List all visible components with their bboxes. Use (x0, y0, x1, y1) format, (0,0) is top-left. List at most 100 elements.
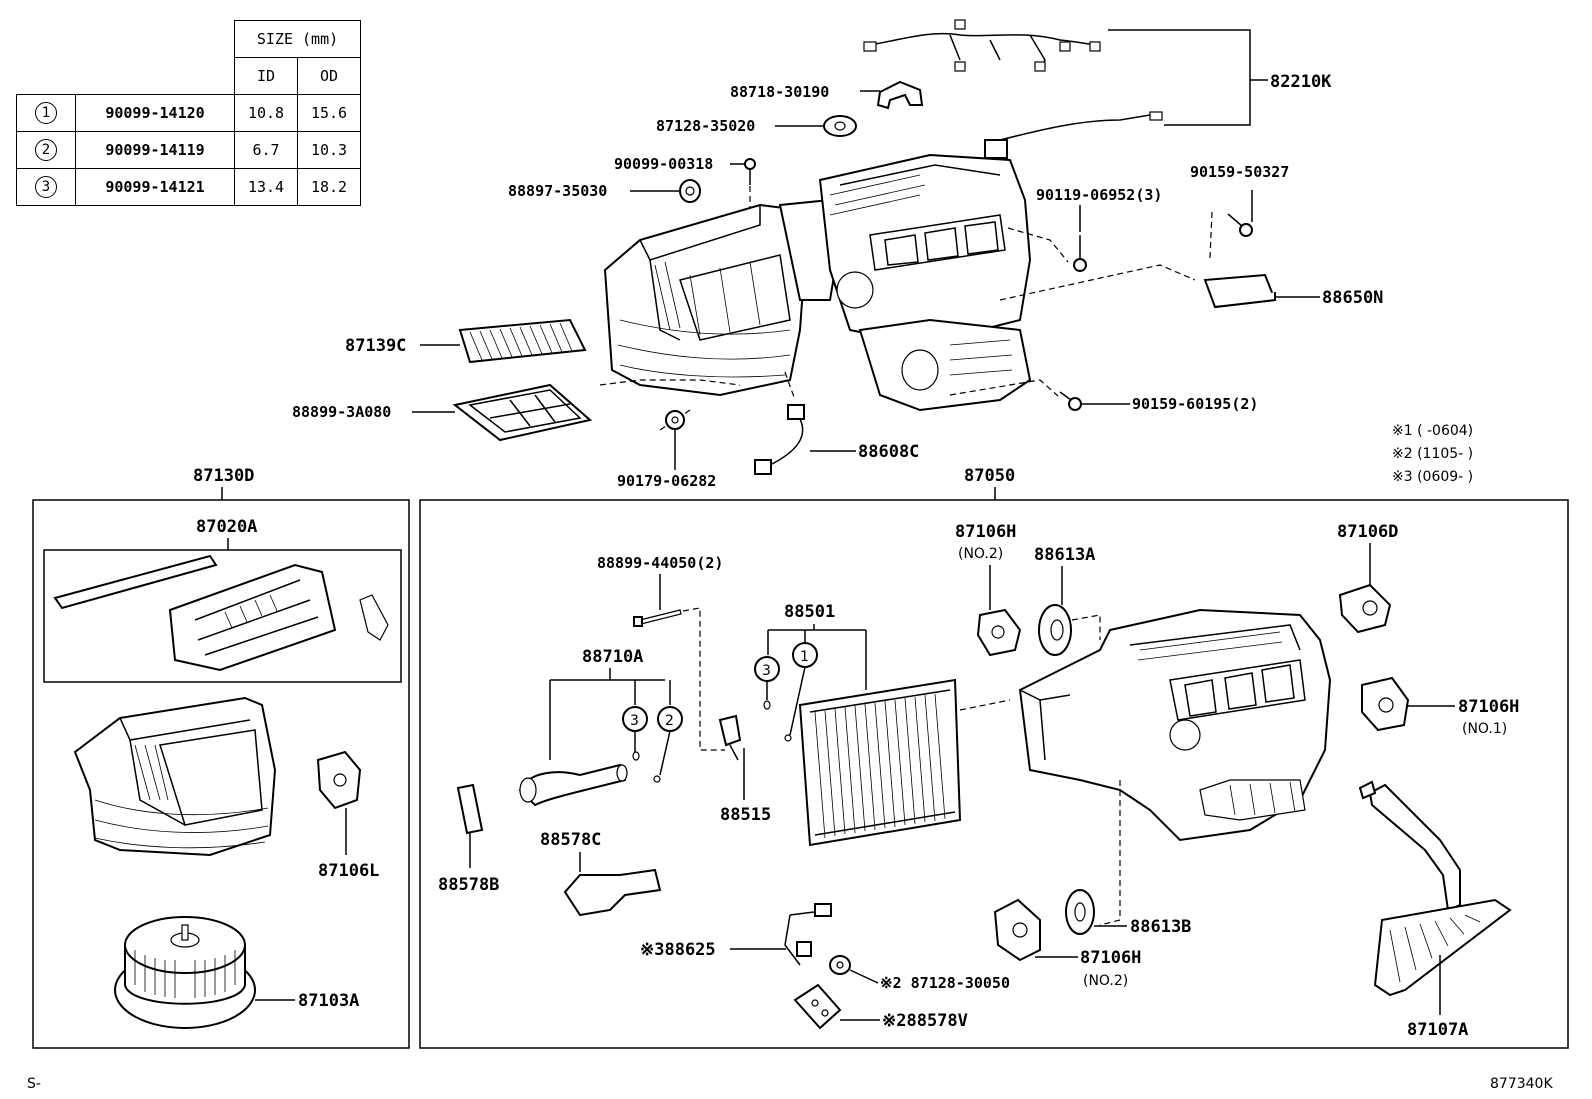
label-88501: 88501 (784, 602, 835, 622)
label-87139c: 87139C (345, 336, 406, 356)
hvac-housing-lower (1018, 608, 1332, 842)
size-table-header-row: SIZE (mm) (17, 20, 361, 58)
label-87106h-right: 87106H (1458, 697, 1519, 717)
label-88578c: 88578C (540, 830, 601, 850)
screw-90159-50327 (1227, 213, 1253, 237)
seal-88578b (456, 783, 484, 835)
label-90099-00318: 90099-00318 (614, 155, 713, 173)
oring-marker-3-evap-text: 3 (762, 663, 771, 679)
grommet-87128-30050 (829, 955, 851, 975)
clip-88718 (876, 80, 924, 110)
table-row: 3 90099-14121 13.4 18.2 (16, 168, 361, 206)
oring-marker-2-text: 2 (665, 713, 674, 729)
actuator-87106d (1338, 583, 1392, 634)
blower-case-87130d (73, 696, 277, 857)
label-88650n: 88650N (1322, 288, 1383, 308)
pad-88578v (793, 983, 842, 1030)
oring-marker-3-text: 3 (630, 713, 639, 729)
note-2: ※2 (1105- ) (1392, 446, 1473, 462)
note-1: ※1 ( -0604) (1392, 423, 1473, 439)
duct-88578c (563, 868, 662, 917)
wire-harness-82210k (863, 19, 1163, 159)
evaporator-88501 (798, 678, 962, 847)
harness-88608c (754, 404, 805, 475)
label-88625: ※388625 (640, 940, 716, 960)
id-header: ID (234, 57, 298, 95)
actuator-87106h-no2-bottom (993, 898, 1041, 962)
inner-diameter: 13.4 (234, 168, 298, 206)
filter-87139c (458, 318, 587, 364)
grommet-87128-35020 (823, 115, 857, 137)
row-index: 1 (35, 102, 57, 124)
clip-90179 (665, 410, 685, 430)
label-88718-30190: 88718-30190 (730, 83, 829, 101)
sensor-88515 (718, 714, 742, 761)
label-90119-06952: 90119-06952(3) (1036, 186, 1162, 204)
row-index: 3 (35, 176, 57, 198)
heater-core-87107a (1358, 780, 1512, 997)
screw-90119 (1073, 235, 1087, 272)
label-88613a: 88613A (1034, 545, 1095, 565)
label-90179-06282: 90179-06282 (617, 472, 716, 490)
outer-diameter: 10.3 (297, 131, 361, 169)
module-88650n (1203, 273, 1277, 309)
footer-right: 877340K (1490, 1076, 1553, 1092)
gear-88613a (1038, 604, 1072, 656)
note-3: ※3 (0609- ) (1392, 469, 1473, 485)
part-number: 90099-14121 (75, 168, 235, 206)
footer-left: S- (27, 1076, 41, 1092)
label-no2-top: (NO.2) (958, 546, 1003, 562)
label-88608c: 88608C (858, 442, 919, 462)
hvac-housing-upper (603, 153, 1032, 412)
outer-diameter: 15.6 (297, 94, 361, 132)
oring-marker-1-evap-text: 1 (800, 649, 809, 665)
bolt-88899-44050 (633, 609, 682, 627)
label-90159-50327: 90159-50327 (1190, 163, 1289, 181)
label-87106h-top: 87106H (955, 522, 1016, 542)
screw-90099-00318 (744, 158, 756, 185)
outer-diameter: 18.2 (297, 168, 361, 206)
size-header: SIZE (mm) (234, 20, 361, 58)
label-87050: 87050 (964, 466, 1015, 486)
table-row: 1 90099-14120 10.8 15.6 (16, 94, 361, 132)
label-87130d: 87130D (193, 466, 254, 486)
label-88897-35030: 88897-35030 (508, 182, 607, 200)
label-87106d: 87106D (1337, 522, 1398, 542)
blower-motor-87103a (114, 916, 256, 1029)
row-index: 2 (35, 139, 57, 161)
label-82210k: 82210K (1270, 72, 1332, 92)
label-88899-3a080: 88899-3A080 (292, 403, 391, 421)
label-90159-60195: 90159-60195(2) (1132, 395, 1258, 413)
grommet-88897 (679, 179, 701, 203)
table-row: 2 90099-14119 6.7 10.3 (16, 131, 361, 169)
label-88613b: 88613B (1130, 917, 1191, 937)
label-no2-bottom: (NO.2) (1083, 973, 1128, 989)
label-88578v: ※288578V (882, 1011, 968, 1031)
filter-case-88899-3a080 (452, 383, 593, 442)
label-87020a: 87020A (196, 517, 257, 537)
label-88578b: 88578B (438, 875, 499, 895)
harness-88625 (784, 903, 832, 966)
label-87106l: 87106L (318, 861, 379, 881)
inner-diameter: 6.7 (234, 131, 298, 169)
group-box-87050 (419, 499, 1569, 1049)
label-87106h-bottom: 87106H (1080, 948, 1141, 968)
actuator-87106h-no2-top (976, 608, 1022, 657)
label-87128-30050: ※2 87128-30050 (880, 974, 1010, 992)
actuator-87106h-no1 (1361, 676, 1410, 732)
size-table: SIZE (mm) ID OD 1 90099-14120 10.8 15.6 … (16, 20, 361, 206)
label-87107a: 87107A (1407, 1020, 1468, 1040)
group-box-87130d (32, 499, 410, 1049)
label-88515: 88515 (720, 805, 771, 825)
label-88710a: 88710A (582, 647, 643, 667)
label-88899-44050: 88899-44050(2) (597, 554, 723, 572)
part-number: 90099-14119 (75, 131, 235, 169)
label-87103a: 87103A (298, 991, 359, 1011)
gear-88613b (1065, 889, 1095, 935)
actuator-87106l (316, 750, 362, 810)
group-box-87020a (43, 549, 402, 683)
label-no1-right: (NO.1) (1462, 721, 1507, 737)
label-87128-35020: 87128-35020 (656, 117, 755, 135)
size-table-subheader-row: ID OD (17, 57, 361, 95)
